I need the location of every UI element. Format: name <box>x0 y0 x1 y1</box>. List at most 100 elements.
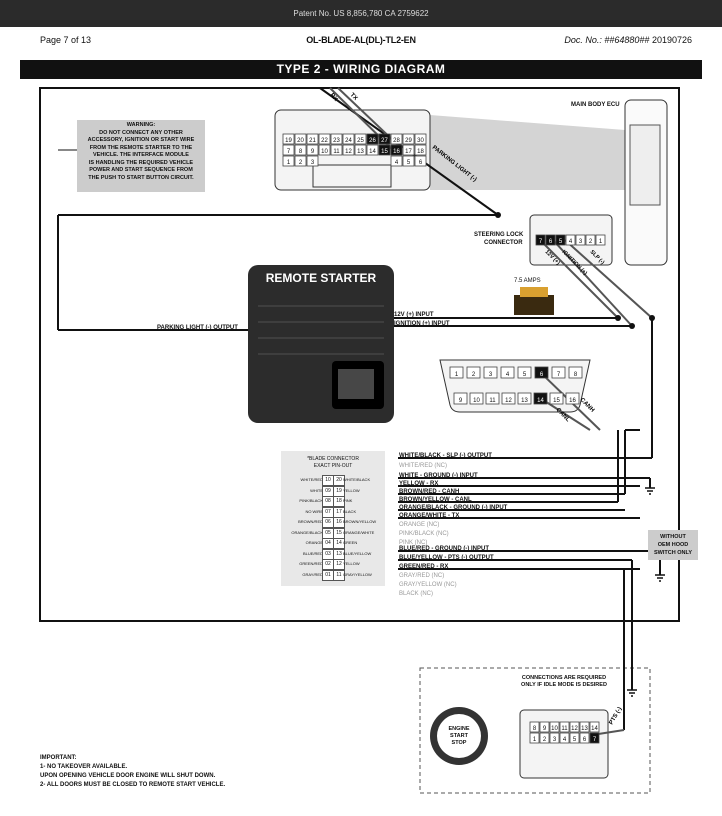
connector-pin-cell <box>529 732 540 744</box>
steering-lock-label-1: STEERING LOCK <box>474 232 524 238</box>
connector-pin-cell <box>330 133 343 145</box>
connector-pin-cell <box>549 721 560 733</box>
connector-pin-cell <box>545 234 556 246</box>
connector-pin-number: 9 <box>459 398 463 404</box>
wire-label: BROWN/RED - CANH <box>399 489 460 495</box>
pinout-right-color: YELLOW <box>343 487 360 493</box>
connector-pin-number: 2 <box>589 239 593 245</box>
pinout-left-color: ORANGE/BLACK <box>291 529 323 535</box>
connector-pin-cell <box>282 144 295 156</box>
connector-pin-number: 11 <box>333 149 340 155</box>
warning-line: ACCESSORY, IGNITION OR START WIRE <box>87 137 195 143</box>
connector-pin-cell <box>282 155 295 167</box>
pinout-left-color: BLUE/RED <box>302 550 323 556</box>
connector-pin-number: 27 <box>381 138 388 144</box>
pinout-title-line: *BLADE CONNECTOR <box>307 456 359 462</box>
engine-text-line: START <box>450 733 468 739</box>
connector-pin-number: 1 <box>455 372 459 378</box>
module-band <box>258 305 384 307</box>
connector-pin-number: 4 <box>395 160 399 166</box>
connector-pin-number: 3 <box>489 372 493 378</box>
wire-canl-obd <box>539 397 591 431</box>
connector-pin-cell <box>579 721 590 733</box>
diagram-frame <box>39 87 680 622</box>
connector-pin-number: 7 <box>539 239 543 245</box>
connector-pin-number: 6 <box>540 372 544 378</box>
pinout-right-color: GRAY/YELLOW <box>343 571 372 577</box>
connections-note-line: ONLY IF IDLE MODE IS DESIRED <box>521 682 607 688</box>
wire-label: GRAY/RED (NC) <box>399 573 445 579</box>
connector-pin-cell <box>534 366 549 379</box>
connector-pin-number: 10 <box>473 398 480 404</box>
connector-pin-cell <box>390 155 403 167</box>
pinout-left-color: ORANGE <box>305 540 323 545</box>
connector-pin-number: 16 <box>569 398 576 404</box>
connector-pin-cell <box>549 732 560 744</box>
wire-ign-steering <box>552 239 633 327</box>
connector-pin-cell <box>318 133 331 145</box>
connector-pin-number: 14 <box>537 398 544 404</box>
connector-pin-number: 3 <box>311 160 315 166</box>
pinout-left-color: WHITE <box>310 487 323 493</box>
remote-starter-title: REMOTE STARTER <box>265 271 377 285</box>
pinout-right-color: PINK <box>343 498 353 503</box>
wire-label: WHITE/RED (NC) <box>399 463 447 469</box>
connector-pin-number: 20 <box>297 138 304 144</box>
warning-box: WARNING: DO NOT CONNECT ANY OTHER ACCESS… <box>77 120 205 192</box>
connector-pin-cell <box>501 392 516 405</box>
connector-pin-number: 21 <box>309 138 316 144</box>
connector-pin-number: 28 <box>393 138 400 144</box>
warning-line: DO NOT CONNECT ANY OTHER <box>99 129 183 136</box>
doc-number: Doc. No.: ##64880## 20190726 <box>564 35 692 45</box>
document-code: OL-BLADE-AL(DL)-TL2-EN <box>306 35 416 45</box>
doc-date: 20190726 <box>651 35 692 45</box>
wire-label: PINK (NC) <box>399 540 428 546</box>
connector-pin-cell <box>402 155 415 167</box>
connector-pin-number: 2 <box>543 737 547 743</box>
connector-pin-cell <box>517 366 532 379</box>
parking-output-label: PARKING LIGHT (-) OUTPUT <box>157 325 238 331</box>
connector-pin-number: 15 <box>553 398 560 404</box>
connector-pin-number: 8 <box>574 372 578 378</box>
module-glass <box>338 369 374 399</box>
connector-pin-number: 12 <box>505 398 512 404</box>
tx-label: TX <box>349 92 359 102</box>
engine-text-line: STOP <box>451 740 467 746</box>
wire-label: WHITE - GROUND (-) INPUT <box>399 473 478 479</box>
connector-pin-cell <box>551 366 566 379</box>
pts-connector-body <box>519 709 609 779</box>
pinout-right-color: ORANGE/WHITE <box>343 529 375 535</box>
pinout-left-color: PINK/BLACK <box>299 498 323 503</box>
wire-label: BLUE/YELLOW - PTS (-) OUTPUT <box>399 555 494 561</box>
connector-pin-cell <box>306 144 319 156</box>
wire-12v-steering <box>539 239 619 319</box>
connector-pin-cell <box>483 366 498 379</box>
connector-pin-cell <box>306 155 319 167</box>
connector-pin-number: 6 <box>549 239 553 245</box>
doc-number-value: ##64880## <box>604 35 650 45</box>
connector-pin-cell <box>565 234 576 246</box>
pts-label: PTS (-) <box>609 706 624 726</box>
pinout-right-color: BLUE/YELLOW <box>343 550 372 556</box>
top-bar: Patent No. US 8,856,780 CA 2759622 <box>0 0 722 27</box>
connector-pin-number: 1 <box>599 239 603 245</box>
connector-pin-cell <box>569 721 580 733</box>
connector-pin-cell <box>485 392 500 405</box>
connector-pin-cell <box>414 133 427 145</box>
main-body-ecu-port <box>629 124 661 206</box>
fuse-label: 7.5 AMPS <box>514 278 541 284</box>
connector-pin-number: 8 <box>299 149 303 155</box>
connector-pin-number: 4 <box>563 737 567 743</box>
connector-pin-number: 19 <box>285 138 292 144</box>
connector-pin-number: 25 <box>357 138 364 144</box>
module-band <box>258 337 384 339</box>
connector-pin-cell <box>306 133 319 145</box>
connections-required-note: CONNECTIONS ARE REQUIRED ONLY IF IDLE MO… <box>510 675 618 689</box>
connector-pin-number: 29 <box>405 138 412 144</box>
module-window <box>332 361 384 409</box>
